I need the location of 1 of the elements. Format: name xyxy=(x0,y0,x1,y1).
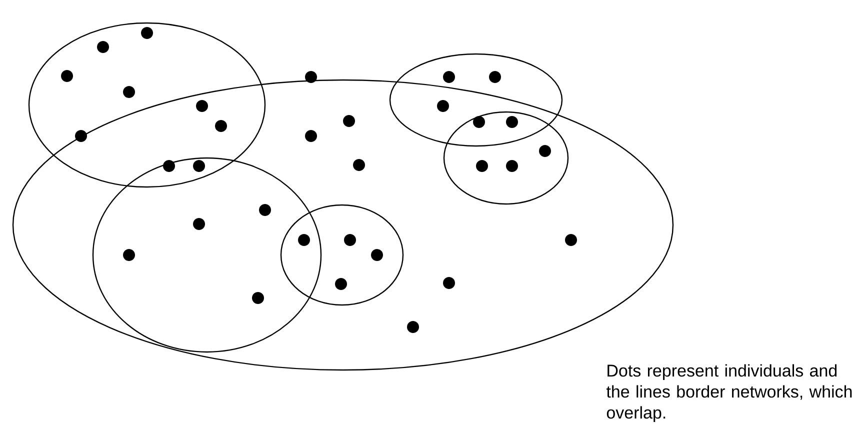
note-text: Dots represent individuals and the lines border networks, which overlap. xyxy=(606,364,852,422)
